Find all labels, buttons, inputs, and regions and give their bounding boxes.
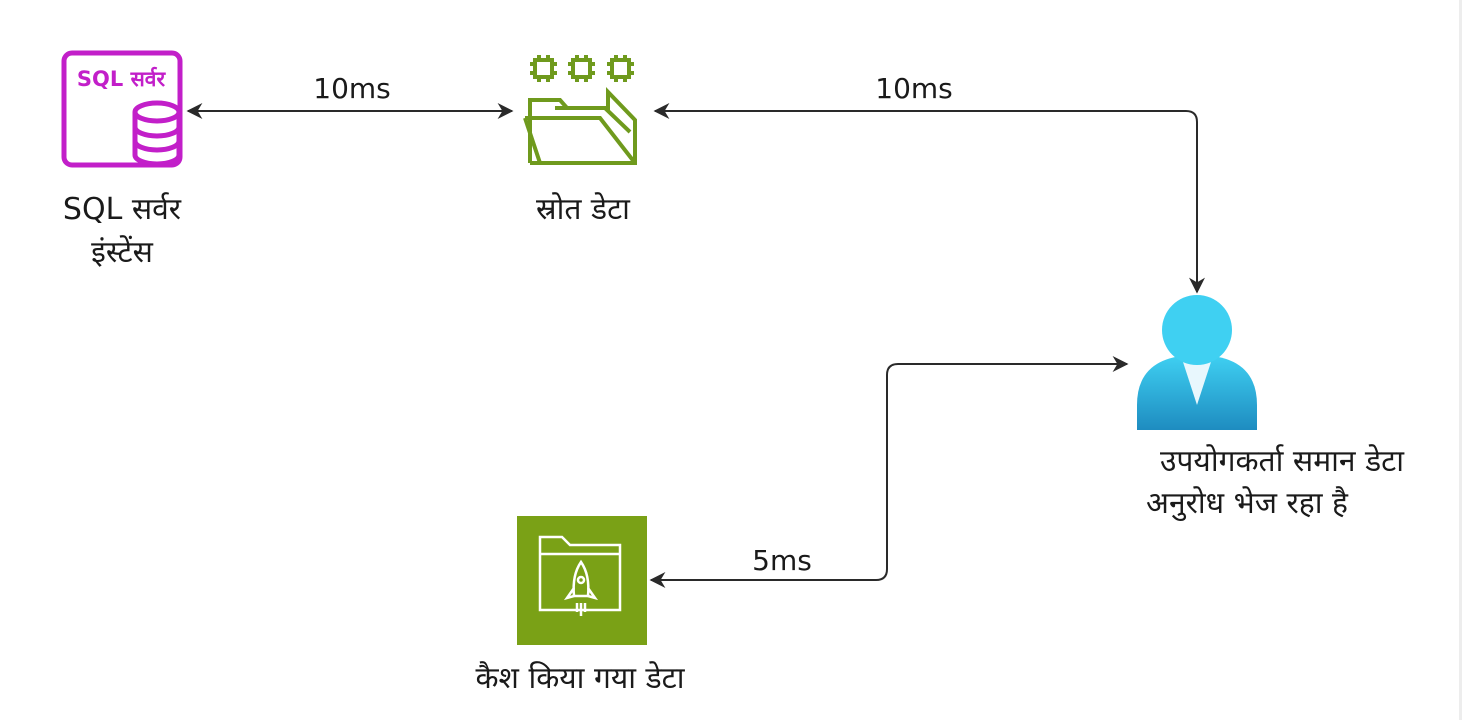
user-icon: [1137, 295, 1257, 430]
cached-data-icon: [517, 516, 647, 645]
user-label-line2: अनुरोध भेज रहा है: [1146, 486, 1349, 522]
chip-icon-2: [568, 55, 595, 82]
rocket-icon: [563, 559, 599, 616]
source-data-node: स्रोत डेटा: [523, 55, 637, 227]
chip-icon-3: [607, 55, 634, 82]
edge-latency-sql-source: 10ms: [313, 72, 391, 105]
edge-source-user: [653, 103, 1205, 294]
user-node: उपयोगकर्ता समान डेटा अनुरोध भेज रहा है: [1137, 295, 1405, 522]
edge-user-cache: [649, 356, 1129, 588]
sql-server-icon: [61, 50, 183, 168]
cached-data-label: कैश किया गया डेटा: [475, 661, 685, 696]
chip-icon-1: [530, 55, 557, 82]
sql-server-label-line2: इंस्टेंस: [91, 235, 154, 270]
sql-server-node: SQL सर्वर SQL सर्वर इंस्टेंस: [61, 50, 183, 270]
cached-data-node: कैश किया गया डेटा: [475, 516, 686, 696]
source-data-icon: [523, 55, 637, 165]
user-label-line1: उपयोगकर्ता समान डेटा: [1160, 444, 1405, 479]
page-edge: [1459, 0, 1462, 720]
edge-latency-user-cache: 5ms: [752, 544, 812, 577]
folder-open-icon: [523, 87, 637, 165]
sql-server-icon-text: SQL सर्वर: [77, 66, 167, 91]
edge-latency-source-user: 10ms: [875, 72, 953, 105]
source-data-label: स्रोत डेटा: [536, 192, 631, 227]
sql-server-label-line1: SQL सर्वर: [63, 192, 182, 227]
